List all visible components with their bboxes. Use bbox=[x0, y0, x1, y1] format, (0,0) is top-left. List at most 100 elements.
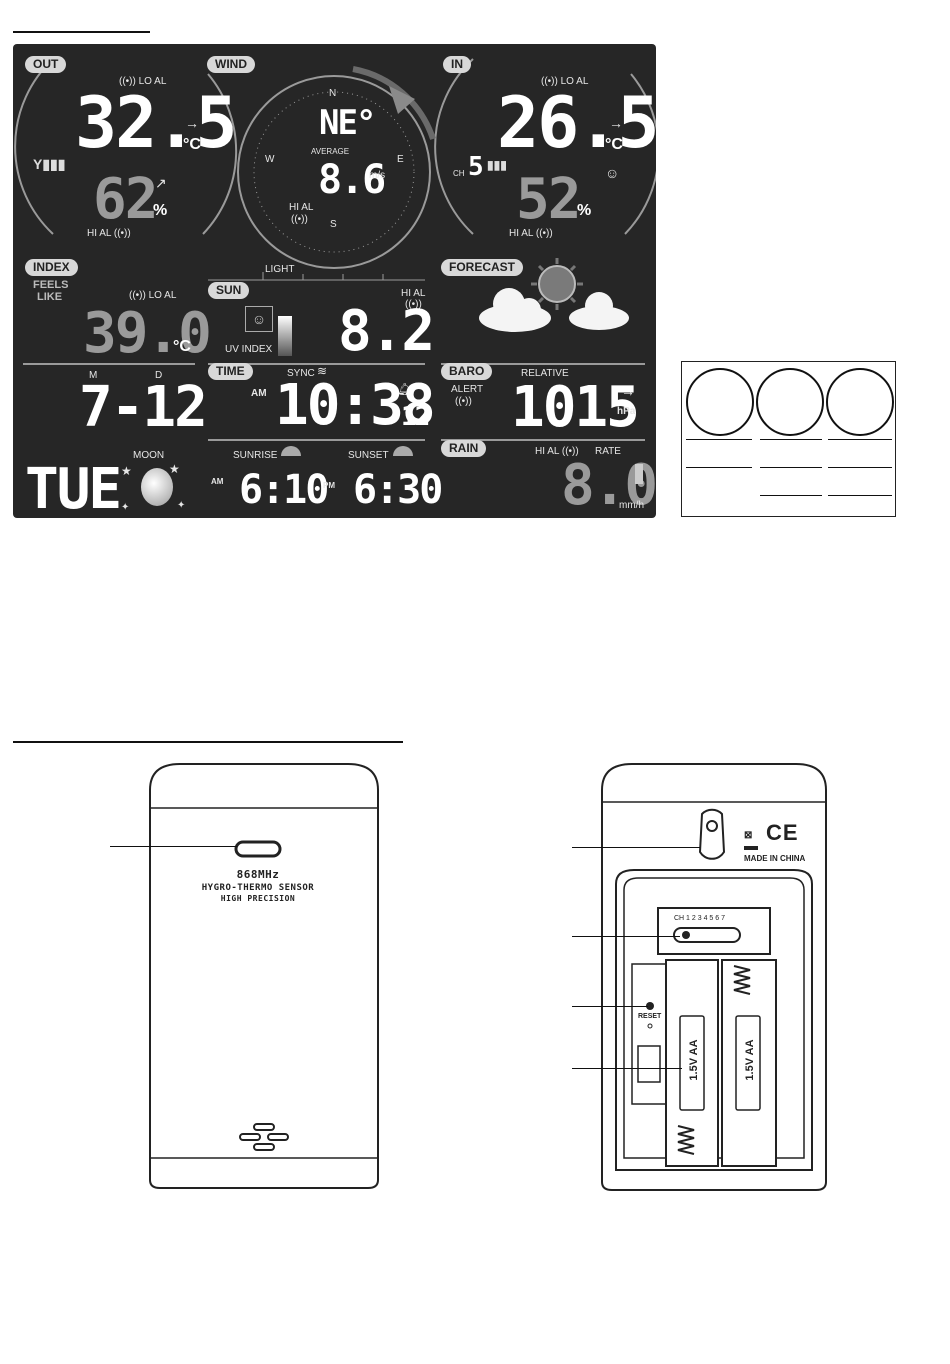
sunset-time: 6:30 bbox=[353, 467, 443, 513]
section-rule-top bbox=[13, 31, 150, 33]
out-hi-alarm: HI AL ((•)) bbox=[87, 228, 131, 239]
callout-channel-switch bbox=[572, 936, 680, 937]
in-temp-unit: °C bbox=[605, 136, 623, 153]
label-circle bbox=[686, 368, 754, 436]
in-lo-alarm: ((•)) LO AL bbox=[541, 76, 589, 87]
section-rule-middle bbox=[13, 741, 403, 743]
label-line bbox=[760, 495, 822, 496]
compass-e: E bbox=[397, 154, 404, 165]
svg-text:⊠: ⊠ bbox=[744, 830, 752, 841]
wind-hi-alarm: HI AL bbox=[289, 202, 314, 213]
made-in-label: MADE IN CHINA bbox=[744, 854, 806, 863]
battery-label-2: 1.5V AA bbox=[744, 1039, 756, 1081]
label-line bbox=[828, 439, 892, 440]
compass-w: W bbox=[265, 154, 275, 165]
sun-hi-alarm: HI AL bbox=[401, 288, 426, 299]
compass-n: N bbox=[329, 88, 337, 99]
in-temperature: 26.5 bbox=[497, 82, 656, 164]
uv-person-icon: ☺ bbox=[245, 306, 273, 332]
lcd-display: OUT ((•)) LO AL 32.5 °C → Y▮▮▮ 62 % ↗ HI… bbox=[13, 44, 656, 518]
label-table bbox=[681, 361, 896, 517]
rain-rate-unit: mm/h bbox=[619, 500, 644, 511]
label-line bbox=[760, 439, 822, 440]
in-badge: IN bbox=[443, 56, 471, 73]
label-circle bbox=[756, 368, 824, 436]
time-badge: TIME bbox=[208, 363, 253, 380]
wind-speed: 8.6 bbox=[318, 157, 386, 203]
wind-average-label: AVERAGE bbox=[311, 147, 350, 156]
moon-phase-icon bbox=[141, 468, 173, 506]
day-label: D bbox=[155, 370, 163, 381]
star-icon: ★ bbox=[169, 462, 180, 476]
index-lo-alarm: ((•)) LO AL bbox=[129, 290, 177, 301]
channel-label: CH bbox=[453, 169, 465, 178]
alarm-bell-icon: 🔔︎ bbox=[397, 382, 413, 396]
uv-index-label: UV INDEX bbox=[225, 344, 273, 355]
callout-battery-compartment bbox=[572, 1068, 682, 1069]
label-line bbox=[686, 467, 752, 468]
comfort-smiley-icon: ☺ bbox=[605, 165, 620, 181]
sun-hi-alarm-icon: ((•)) bbox=[405, 299, 422, 310]
baro-alert-icon: ((•)) bbox=[455, 396, 472, 407]
relative-label: RELATIVE bbox=[521, 368, 569, 379]
out-badge: OUT bbox=[25, 56, 67, 73]
feels-like-value: 39.0 bbox=[83, 301, 212, 366]
sunrise-icon bbox=[281, 446, 301, 456]
rain-badge: RAIN bbox=[441, 440, 487, 457]
baro-alert-label: ALERT bbox=[451, 384, 484, 395]
channel-selector-label: CH 1 2 3 4 5 6 7 bbox=[674, 915, 725, 922]
callout-wall-mount-hole bbox=[572, 847, 700, 848]
like-label: LIKE bbox=[37, 291, 63, 303]
baro-badge: BARO bbox=[441, 363, 493, 380]
out-temp-unit: °C bbox=[183, 136, 201, 153]
in-humidity-unit: % bbox=[577, 202, 592, 219]
label-line bbox=[686, 439, 752, 440]
star-icon: ✦ bbox=[177, 500, 186, 511]
sunrise-time: 6:10 bbox=[239, 467, 329, 513]
compass-s: S bbox=[330, 219, 337, 230]
sensor-back-body: ⊠ bbox=[601, 763, 827, 1191]
in-humidity: 52 bbox=[516, 167, 581, 232]
date-value: 7-12 bbox=[79, 375, 208, 440]
uv-index-value: 8.2 bbox=[338, 299, 435, 364]
sync-label: SYNC bbox=[287, 368, 315, 379]
feels-label: FEELS bbox=[33, 279, 69, 291]
wind-badge: WIND bbox=[207, 56, 255, 73]
sunset-pm-label: PM bbox=[323, 481, 335, 490]
pressure-value: 1015 bbox=[511, 375, 640, 440]
ce-mark: CE bbox=[766, 820, 799, 845]
index-badge: INDEX bbox=[25, 259, 78, 276]
out-humidity: 62 bbox=[93, 167, 158, 232]
light-label: LIGHT bbox=[265, 264, 295, 275]
moon-label: MOON bbox=[133, 450, 165, 461]
wifi-sync-icon: ≋ bbox=[317, 364, 328, 378]
out-humidity-trend-icon: ↗ bbox=[155, 175, 167, 191]
sunrise-label: SUNRISE bbox=[233, 450, 278, 461]
sensor-front-body bbox=[149, 763, 379, 1189]
weekday-value: TUE bbox=[25, 457, 122, 518]
sensor-model-line2: HIGH PRECISION bbox=[220, 894, 296, 903]
reset-label: RESET bbox=[638, 1013, 662, 1020]
label-line bbox=[828, 495, 892, 496]
sensor-model-line1: HYGRO-THERMO SENSOR bbox=[201, 883, 315, 893]
rain-hi-alarm: HI AL ((•)) bbox=[535, 446, 579, 457]
pressure-trend-icon: → bbox=[621, 383, 635, 399]
callout-led-indicator bbox=[110, 846, 237, 847]
month-label: M bbox=[89, 370, 98, 381]
out-temperature: 32.5 bbox=[75, 82, 238, 164]
in-hi-alarm: HI AL ((•)) bbox=[509, 228, 553, 239]
sunrise-am-label: AM bbox=[211, 477, 224, 486]
label-line bbox=[760, 467, 822, 468]
battery-label-1: 1.5V AA bbox=[688, 1039, 700, 1081]
clock-time: 10:38 bbox=[275, 373, 436, 438]
label-line bbox=[828, 467, 892, 468]
rain-level-bar bbox=[635, 464, 643, 484]
in-trend-arrow-icon: → bbox=[609, 115, 623, 131]
star-icon: ★ bbox=[121, 464, 132, 478]
feels-like-unit: °C bbox=[173, 338, 191, 355]
star-icon: ✦ bbox=[121, 502, 130, 513]
pressure-unit: hPa bbox=[617, 406, 636, 417]
partly-cloudy-icon bbox=[479, 258, 629, 332]
wind-speed-unit: m/s bbox=[369, 170, 386, 181]
signal-strength-icon: Y▮▮▮ bbox=[33, 156, 66, 172]
